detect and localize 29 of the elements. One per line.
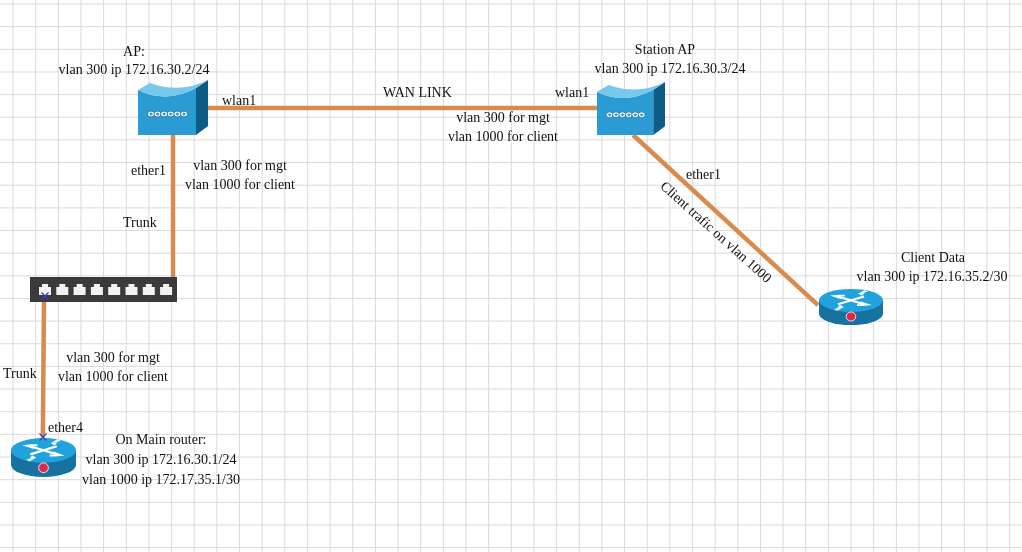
network-link xyxy=(631,133,820,307)
ip-address-note: vlan 300 ip 172.16.30.2/24 xyxy=(58,61,210,79)
access-point-icon xyxy=(597,82,665,135)
ip-address-note: vlan 300 ip 172.16.30.3/24 xyxy=(594,60,746,78)
network-switch-icon xyxy=(30,277,177,302)
device-name: Station AP xyxy=(634,41,696,59)
device-name: AP: xyxy=(123,43,145,61)
network-link xyxy=(40,301,47,437)
vlan-note: vlan 300 for mgt vlan 1000 for client xyxy=(184,157,296,194)
port-label: ether1 xyxy=(131,162,166,180)
vlan-note: vlan 300 for mgt vlan 1000 for client xyxy=(57,349,169,386)
router-icon xyxy=(818,288,884,326)
ip-address-note: vlan 300 ip 172.16.30.1/24 xyxy=(85,451,237,469)
edge-label: WAN LINK xyxy=(383,84,452,102)
vlan-note: vlan 300 for mgt vlan 1000 for client xyxy=(447,109,559,146)
router-icon xyxy=(10,437,77,478)
port-label: wlan1 xyxy=(222,92,257,110)
ip-address-note: vlan 300 ip 172.16.35.2/30 xyxy=(856,268,1008,286)
edge-label: Trunk xyxy=(123,214,157,232)
port-label: wlan1 xyxy=(555,84,590,102)
ip-address-note: vlan 1000 ip 172.17.35.1/30 xyxy=(82,471,240,489)
port-label: ether1 xyxy=(686,166,721,182)
edge-label: Trunk xyxy=(3,365,37,383)
network-link xyxy=(208,105,597,111)
device-name: On Main router: xyxy=(115,431,207,449)
device-name: Client Data xyxy=(900,249,966,267)
port-label: ether4 xyxy=(48,419,83,437)
access-point-icon xyxy=(138,80,208,135)
network-link xyxy=(170,135,176,277)
